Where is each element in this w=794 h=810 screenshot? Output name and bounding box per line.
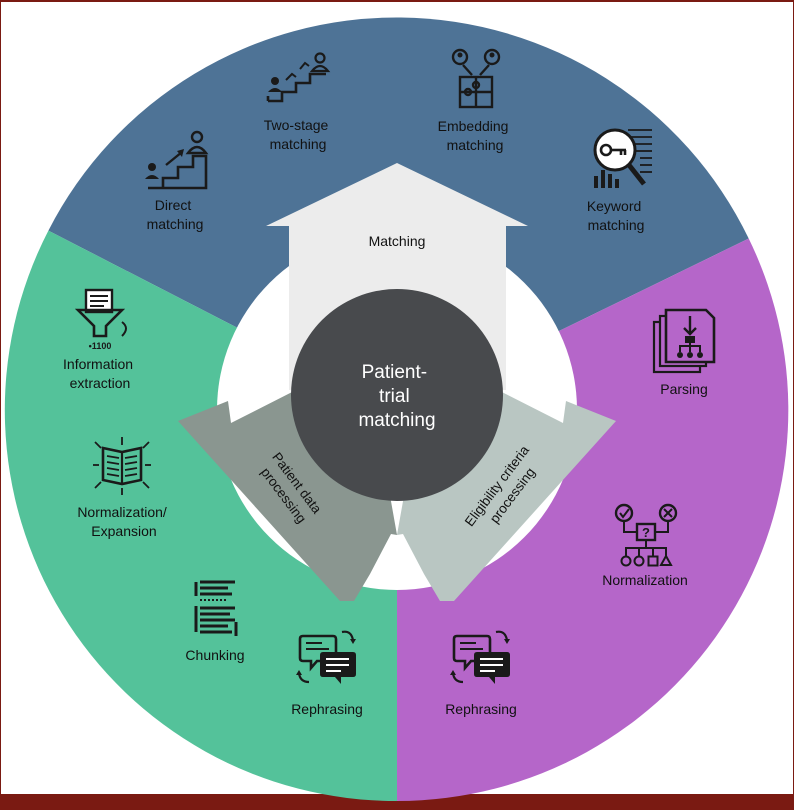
two-stage-matching-label: Two-stage matching (264, 117, 332, 152)
two-stage-matching-item: Two-stage matching (264, 52, 332, 152)
chunking-item: Chunking (185, 580, 245, 663)
eligibility-rephrasing-label: Rephrasing (445, 701, 517, 717)
normalization-expansion-item: Normalization/ Expansion (77, 437, 170, 539)
question-mark-glyph: ? (642, 525, 650, 540)
embedding-matching-item: Embedding matching (438, 48, 513, 153)
parsing-item: Parsing (652, 308, 716, 397)
direct-matching-label: Direct matching (147, 197, 204, 232)
key-magnifier-icon (593, 128, 652, 188)
open-book-icon (93, 437, 151, 495)
center-title-line: trial (379, 386, 410, 407)
center-circle (291, 289, 503, 501)
puzzle-people-icon (451, 48, 501, 109)
patient-rephrasing-item: Rephrasing (291, 630, 363, 717)
normalization-label: Normalization (602, 572, 688, 588)
text-chunks-icon (194, 580, 238, 636)
information-extraction-label: Information extraction (63, 356, 137, 391)
document-tree-icon (652, 308, 716, 374)
embedding-matching-label: Embedding matching (438, 118, 513, 153)
normalization-item: ? Normalization (602, 503, 688, 588)
normalization-expansion-label: Normalization/ Expansion (77, 504, 170, 539)
center-title: Patient- trial matching (358, 362, 435, 431)
stairs-person-icon (145, 130, 209, 190)
keyword-matching-label: Keyword matching (587, 198, 645, 233)
binary-digits-glyph: •1100 (89, 341, 112, 351)
eligibility-rephrasing-item: Rephrasing (445, 630, 517, 717)
center-title-line: Patient- (362, 362, 427, 383)
information-extraction-item: •1100 Information extraction (63, 288, 137, 391)
funnel-document-icon: •1100 (74, 288, 127, 351)
direct-matching-item: Direct matching (145, 130, 209, 232)
two-stage-stairs-icon (266, 52, 331, 103)
keyword-matching-item: Keyword matching (587, 128, 652, 233)
matching-arrow-label: Matching (369, 233, 426, 249)
center-title-line: matching (358, 410, 435, 431)
chunking-label: Chunking (185, 647, 244, 663)
decision-tree-icon: ? (614, 503, 678, 567)
parsing-label: Parsing (660, 381, 707, 397)
patient-rephrasing-label: Rephrasing (291, 701, 363, 717)
